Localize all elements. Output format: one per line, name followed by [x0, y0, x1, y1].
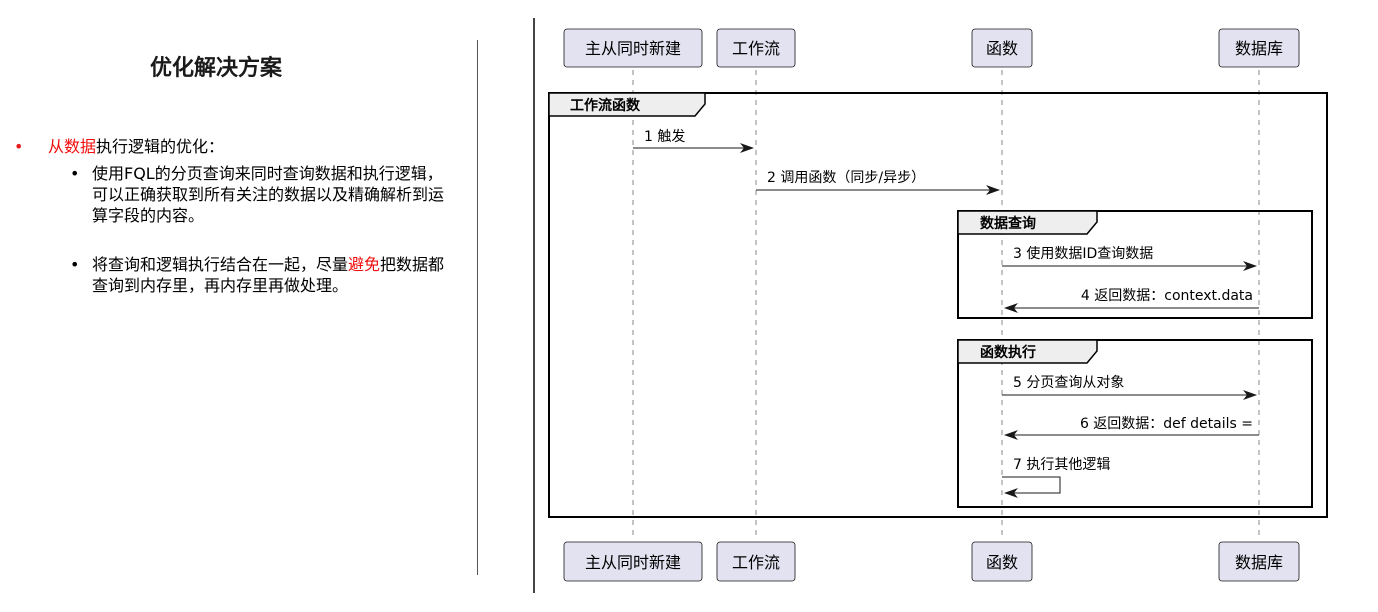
sub-bullet-dot-icon: • — [70, 164, 80, 183]
participant-workflow-top: 工作流 — [716, 28, 796, 68]
sub-bullet-2-highlight: 避免 — [348, 255, 381, 274]
participant-workflow-bottom: 工作流 — [716, 541, 796, 582]
participant-main-bottom: 主从同时新建 — [563, 541, 703, 582]
message-label: 6 返回数据：def details = — [1080, 416, 1253, 432]
svg-text:函数: 函数 — [986, 39, 1018, 58]
frame-tab — [957, 210, 1098, 235]
self-message-arrow — [1002, 476, 1061, 498]
frame-workflow-function — [548, 92, 1328, 518]
diagram-border-line — [533, 18, 535, 593]
slide-text-panel: 优化解决方案 • 从数据执行逻辑的优化： • 使用FQL的分页查询来同时查询数据… — [0, 0, 480, 612]
bullet-highlight: 从数据 — [48, 137, 97, 156]
frame-label: 数据查询 — [980, 215, 1036, 232]
sub-bullet-1-text: 使用FQL的分页查询来同时查询数据和执行逻辑，可以正确获取到所有关注的数据以及精… — [92, 164, 445, 225]
sequence-diagram: 工作流函数 数据查询 函数执行 1 触发 2 调用函数（同步/异步） 3 使用数… — [548, 28, 1328, 582]
svg-text:数据库: 数据库 — [1235, 39, 1283, 58]
message-label: 1 触发 — [644, 129, 685, 145]
bullet-dot-icon: • — [14, 137, 24, 156]
sub-bullet-1: • 使用FQL的分页查询来同时查询数据和执行逻辑，可以正确获取到所有关注的数据以… — [12, 163, 452, 226]
participant-database-top: 数据库 — [1218, 28, 1300, 68]
frame-label: 工作流函数 — [570, 97, 641, 114]
frame-label: 函数执行 — [980, 344, 1036, 361]
svg-text:工作流: 工作流 — [732, 553, 780, 572]
message-label: 7 执行其他逻辑 — [1013, 457, 1110, 473]
frame-tab — [548, 92, 706, 117]
slide-title: 优化解决方案 — [150, 56, 283, 81]
sub-bullet-dot-icon: • — [70, 255, 80, 274]
svg-text:函数: 函数 — [986, 553, 1018, 572]
participant-function-bottom: 函数 — [971, 541, 1033, 582]
sub-bullet-2-text-before: 将查询和逻辑执行结合在一起，尽量 — [92, 255, 349, 274]
message-label: 2 调用函数（同步/异步） — [767, 170, 925, 186]
svg-text:数据库: 数据库 — [1235, 553, 1283, 572]
bullet-item-1: • 从数据执行逻辑的优化： — [12, 136, 452, 157]
panel-divider — [477, 40, 478, 575]
frame-tab — [957, 339, 1098, 364]
message-label: 4 返回数据：context.data — [1081, 288, 1253, 304]
message-label: 3 使用数据ID查询数据 — [1013, 245, 1153, 262]
sub-bullet-2-text-after: 把数据都查询到内存里，再内存里再做处理。 — [92, 255, 445, 295]
frame-data-query — [957, 210, 1313, 319]
participant-database-bottom: 数据库 — [1218, 541, 1300, 582]
bullet-text: 执行逻辑的优化： — [96, 137, 225, 156]
participant-function-top: 函数 — [971, 28, 1033, 68]
message-label: 5 分页查询从对象 — [1013, 375, 1124, 391]
sub-bullet-2: • 将查询和逻辑执行结合在一起，尽量避免把数据都查询到内存里，再内存里再做处理。 — [12, 254, 452, 296]
svg-text:主从同时新建: 主从同时新建 — [585, 39, 681, 58]
svg-text:工作流: 工作流 — [732, 39, 780, 58]
svg-text:主从同时新建: 主从同时新建 — [585, 553, 681, 572]
participant-main-top: 主从同时新建 — [563, 28, 703, 68]
frame-function-exec — [957, 339, 1313, 508]
bullet-list: • 从数据执行逻辑的优化： • 使用FQL的分页查询来同时查询数据和执行逻辑，可… — [12, 136, 452, 296]
